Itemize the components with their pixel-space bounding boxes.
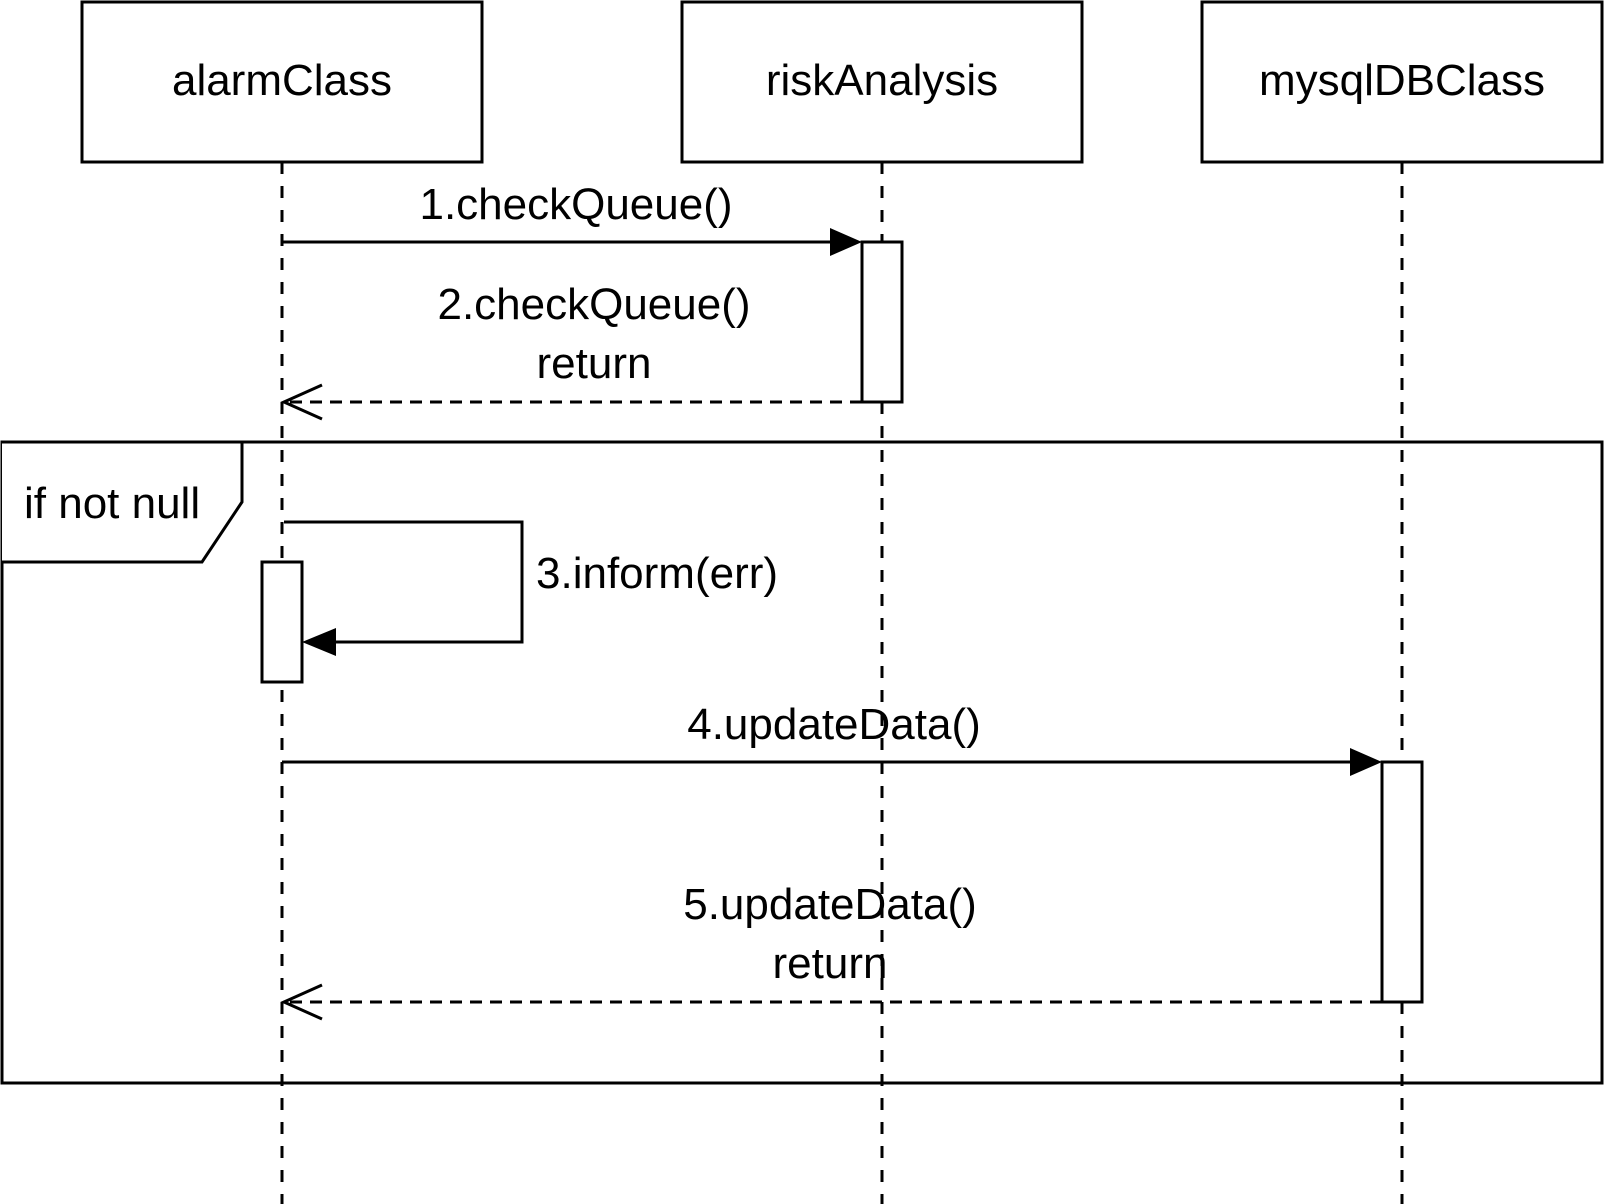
- message-label: 4.updateData(): [687, 700, 981, 749]
- participant-riskAnalysis: riskAnalysis: [680, 0, 1084, 164]
- message-label-line1: 5.updateData(): [683, 880, 977, 929]
- message-label-line1: 2.checkQueue(): [437, 280, 750, 329]
- participant-box: [680, 0, 1084, 164]
- arrowhead-solid: [830, 228, 862, 256]
- participant-mysqlDBClass: mysqlDBClass: [1200, 0, 1604, 164]
- message-label: 3.inform(err): [536, 549, 778, 598]
- message-2: 2.checkQueue() return: [280, 280, 862, 421]
- message-4: 4.updateData(): [282, 700, 1382, 776]
- message-self-loop: [284, 520, 524, 644]
- fragment-frame: [0, 440, 1604, 1085]
- message-label-line2: return: [773, 939, 888, 988]
- message-label: 1.checkQueue(): [419, 180, 732, 229]
- arrowhead-solid: [1350, 748, 1382, 776]
- activation-mysqlDBClass: [1380, 760, 1424, 1004]
- message-1: 1.checkQueue(): [282, 180, 862, 256]
- message-3: 3.inform(err): [284, 520, 778, 656]
- message-5: 5.updateData() return: [280, 880, 1382, 1021]
- participant-label: mysqlDBClass: [1259, 56, 1545, 105]
- activation-riskAnalysis: [860, 240, 904, 404]
- activation-alarmClass: [260, 560, 304, 684]
- participant-label: alarmClass: [172, 56, 392, 105]
- fragment-label-tab: [2, 440, 244, 564]
- arrowhead-open: [280, 983, 323, 1021]
- fragment-if-not-null: if not null: [0, 440, 1604, 1085]
- arrowhead-solid: [302, 628, 336, 656]
- participant-label: riskAnalysis: [766, 56, 998, 105]
- fragment-label: if not null: [24, 479, 200, 528]
- participant-alarmClass: alarmClass: [80, 0, 484, 164]
- arrowhead-open: [280, 383, 323, 421]
- participant-box: [80, 0, 484, 164]
- participant-box: [1200, 0, 1604, 164]
- message-label-line2: return: [537, 339, 652, 388]
